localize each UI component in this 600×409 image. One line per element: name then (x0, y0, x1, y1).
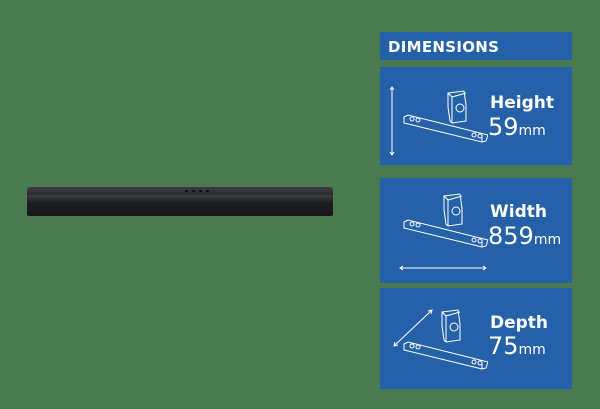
height-value: 59mm (488, 113, 546, 141)
soundbar-top (27, 187, 333, 195)
height-label: Height (490, 93, 554, 113)
height-diagram-icon (389, 86, 488, 156)
soundbar-buttons (185, 190, 215, 192)
width-label: Width (490, 202, 547, 222)
depth-box: Depth 75mm (380, 288, 572, 389)
soundbar-image (27, 187, 333, 216)
dimensions-header: DIMENSIONS (380, 32, 572, 60)
width-box: Width 859mm (380, 178, 572, 283)
depth-label: Depth (490, 313, 549, 333)
depth-diagram-icon (393, 309, 488, 370)
width-diagram-icon (399, 193, 488, 271)
height-box: Height 59mm (380, 67, 572, 165)
width-value: 859mm (488, 222, 562, 250)
depth-value: 75mm (488, 332, 546, 360)
dimensions-title: DIMENSIONS (388, 38, 500, 56)
